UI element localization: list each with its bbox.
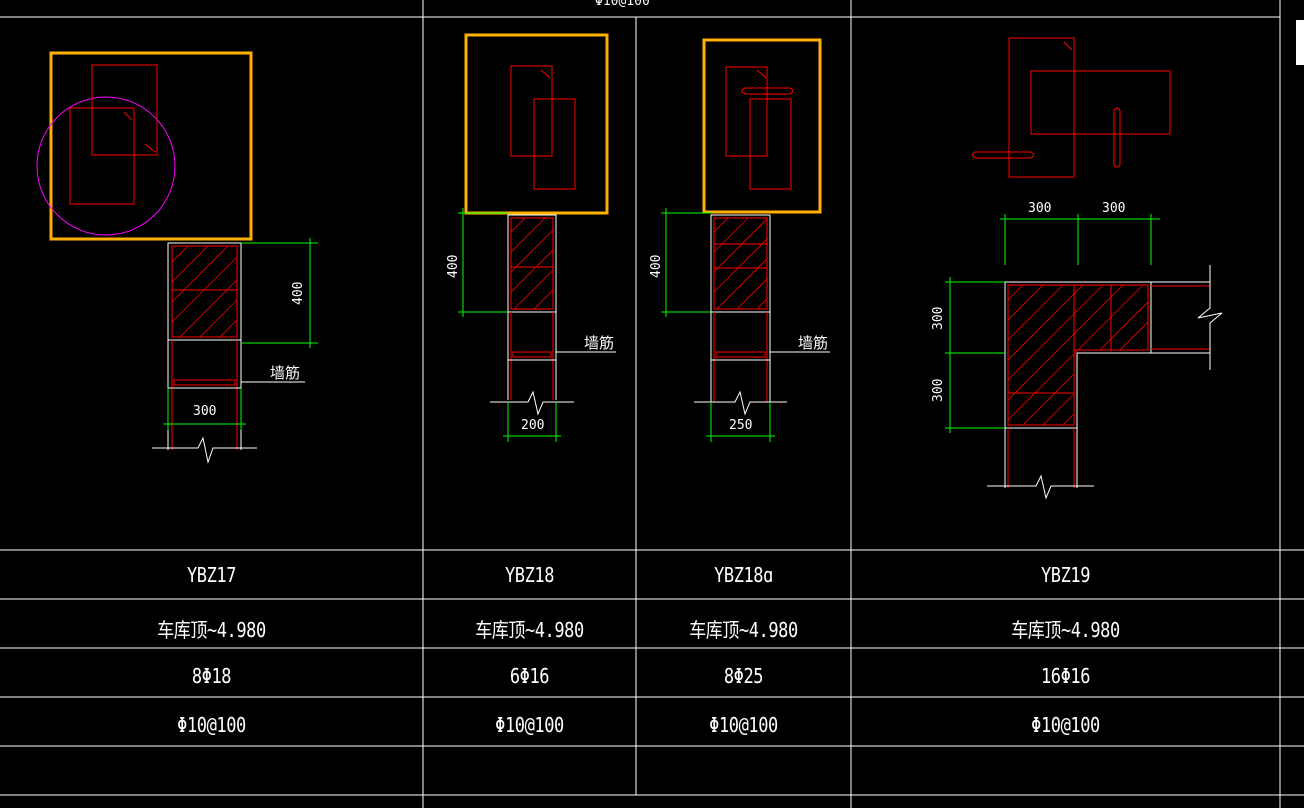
ybz19-elevation: 车库顶~4.980 xyxy=(1011,618,1120,642)
ybz18a-elevation: 车库顶~4.980 xyxy=(689,618,798,642)
scrollbar-thumb[interactable] xyxy=(1296,20,1304,65)
top-cutoff-text: Φ10@100 xyxy=(595,0,650,9)
ybz18a-name: YBZ18ɑ xyxy=(714,563,773,587)
ybz17-dim-length: 400 xyxy=(291,282,306,305)
ybz18-detail: 墙筋 400 200 xyxy=(446,33,616,442)
ybz17-main-rebar: 8Φ18 xyxy=(191,664,232,688)
ybz18-elevation: 车库顶~4.980 xyxy=(475,618,584,642)
ybz18-stirrup: Φ10@100 xyxy=(495,713,564,737)
ybz18-main-rebar: 6Φ16 xyxy=(509,664,550,688)
ybz18-highlight-box[interactable] xyxy=(464,33,609,215)
ybz19-main-rebar: 16Φ16 xyxy=(1040,664,1091,688)
ybz17-wall-label: 墙筋 xyxy=(270,364,300,382)
ybz18-wall-label: 墙筋 xyxy=(584,334,614,352)
ybz19-detail: 300 300 300 300 xyxy=(931,37,1223,500)
ybz17-elevation: 车库顶~4.980 xyxy=(157,618,266,642)
ybz18a-dim-length: 400 xyxy=(649,255,664,278)
ybz19-dim-w2: 300 xyxy=(1102,201,1125,216)
ybz17-stirrup: Φ10@100 xyxy=(177,713,246,737)
ybz18a-highlight-box[interactable] xyxy=(702,38,822,214)
ybz18a-stirrup: Φ10@100 xyxy=(709,713,778,737)
ybz19-dim-h2: 300 xyxy=(931,379,946,402)
ybz17-selection-circle xyxy=(36,96,176,236)
ybz18-name: YBZ18 xyxy=(504,563,555,587)
ybz17-detail: 墙筋 400 300 xyxy=(36,51,318,464)
ybz18a-detail: 墙筋 400 250 xyxy=(649,38,830,442)
ybz18a-main-rebar: 8Φ25 xyxy=(723,664,764,688)
ybz17-name: YBZ17 xyxy=(186,563,237,587)
ybz19-stirrup: Φ10@100 xyxy=(1031,713,1100,737)
ybz19-dim-h1: 300 xyxy=(931,307,946,330)
ybz18-dim-length: 400 xyxy=(446,255,461,278)
ybz18a-dim-width: 250 xyxy=(729,418,752,433)
ybz17-highlight-box[interactable] xyxy=(49,51,253,241)
ybz19-dim-w1: 300 xyxy=(1028,201,1051,216)
ybz17-dim-width: 300 xyxy=(193,404,216,419)
ybz19-name: YBZ19 xyxy=(1040,563,1091,587)
ybz18a-wall-label: 墙筋 xyxy=(798,334,828,352)
ybz18-dim-width: 200 xyxy=(521,418,544,433)
